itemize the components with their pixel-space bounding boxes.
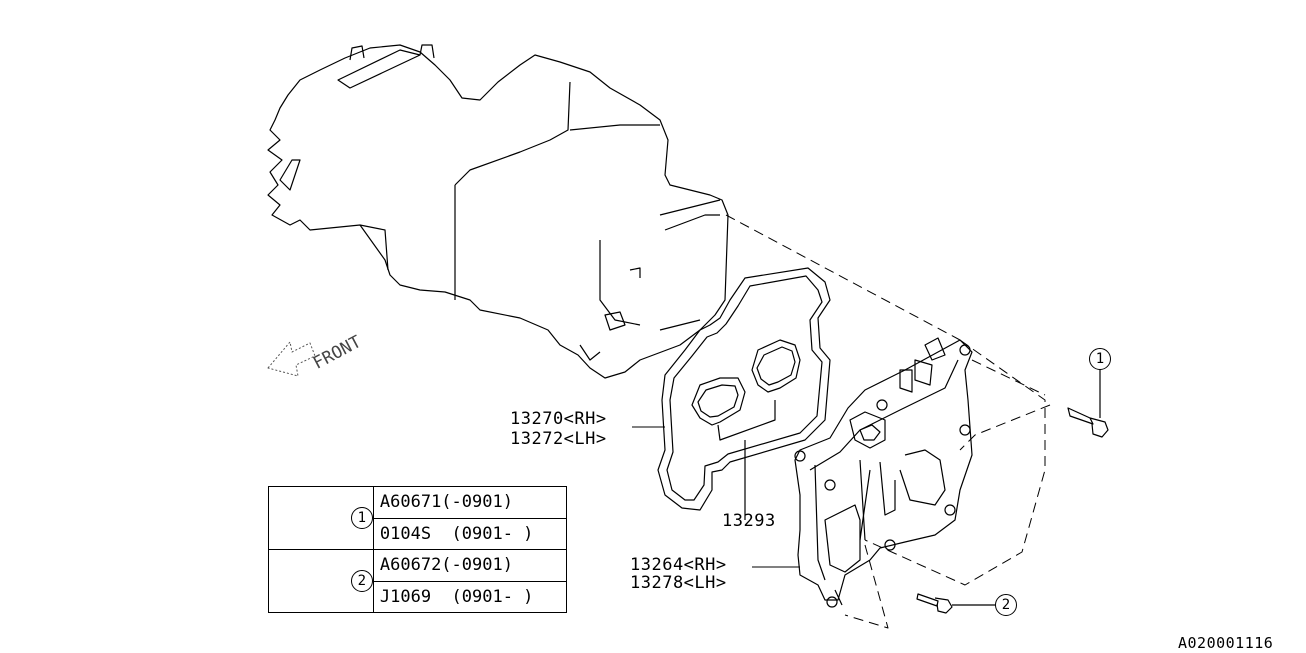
legend-ref-2: 2: [268, 549, 374, 613]
label-13293: 13293: [722, 511, 776, 531]
label-13264-rh: 13264<RH>: [630, 555, 727, 575]
callout-1: 1: [1089, 348, 1111, 370]
legend-entry: A60671(-0901): [372, 486, 567, 519]
front-arrow-icon: [267, 341, 316, 377]
diagram-id: A020001116: [1178, 634, 1274, 652]
engine-block: [267, 44, 729, 379]
leader-lines: [632, 426, 800, 568]
legend-row: 1 A60671(-0901): [268, 486, 567, 550]
label-13270-rh: 13270<RH>: [510, 409, 607, 429]
gasket-rocker-cover: [657, 267, 831, 520]
legend-row: J1069 (0901- ): [269, 580, 567, 613]
legend-table: 1 A60671(-0901) 0104S (0901- ) 2 A60672(…: [268, 486, 567, 613]
legend-row: 0104S (0901- ): [269, 517, 567, 550]
label-13272-lh: 13272<LH>: [510, 429, 607, 449]
label-13278-lh: 13278<LH>: [630, 573, 727, 593]
legend-ref-1-circle: 1: [350, 507, 373, 529]
callout-2: 2: [995, 594, 1017, 616]
bolt-2: [916, 593, 996, 614]
legend-entry: A60672(-0901): [372, 549, 567, 582]
legend-entry: 0104S (0901- ): [372, 517, 567, 550]
rocker-cover: [794, 337, 973, 608]
legend-ref-1: 1: [268, 486, 374, 550]
legend-entry: J1069 (0901- ): [372, 580, 567, 613]
assembly-guide-lines: [725, 214, 1051, 629]
legend-ref-2-circle: 2: [350, 570, 373, 592]
legend-row: 2 A60672(-0901): [268, 549, 567, 613]
bolt-1: [1067, 367, 1109, 438]
